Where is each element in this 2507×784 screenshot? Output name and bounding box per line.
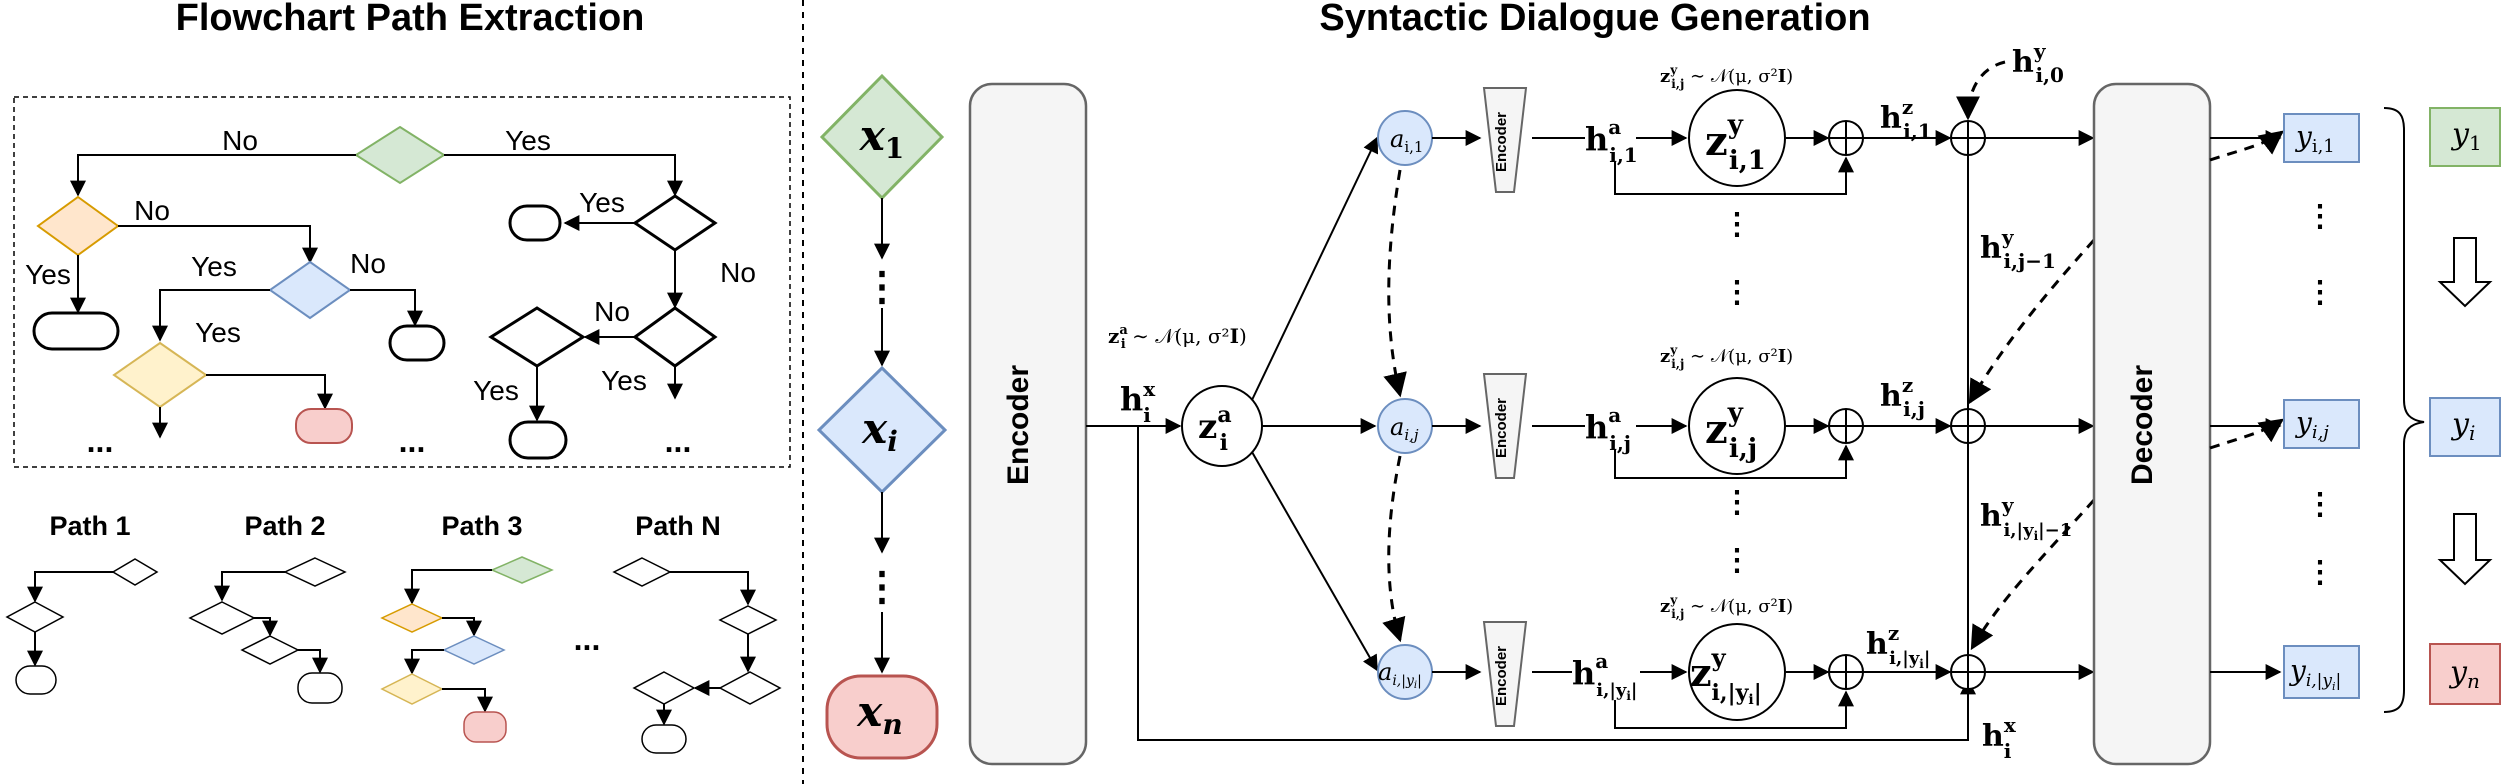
paths-row: Path 1 Path 2 Path 3 Path N ...: [5, 511, 782, 754]
diamond-node: [632, 306, 718, 368]
encoder-block: [968, 82, 1088, 766]
edge-label-no: No: [222, 125, 258, 156]
svg-text:hyi,j−1: hyi,j−1: [1980, 225, 2056, 273]
svg-text:⋮: ⋮: [2305, 555, 2335, 590]
svg-text:hai,1: hai,1: [1585, 115, 1638, 167]
svg-text:⋮: ⋮: [862, 263, 902, 310]
terminal-node: [388, 324, 446, 362]
svg-text:hai,|yi|: hai,|yi|: [1572, 649, 1637, 703]
terminal-node: [508, 420, 568, 460]
edge-label-yes: Yes: [579, 187, 625, 218]
edge-label-no: No: [720, 257, 756, 288]
edge-label-no: No: [594, 296, 630, 327]
encoder-label: Encoder: [1002, 365, 1035, 485]
svg-text:⋮: ⋮: [1722, 275, 1752, 310]
path-label: Path 3: [441, 511, 522, 541]
svg-text:...: ...: [399, 423, 426, 459]
output-nodes: yi,1 ⋮ ⋮ yi,j ⋮ ⋮ yi,|yi|: [2283, 113, 2360, 699]
a-nodes: ai,1 ai,j ai,|yi|: [1377, 110, 1433, 700]
svg-text:zyi,j ∼ 𝒩(μ, σ²I): zyi,j ∼ 𝒩(μ, σ²I): [1660, 343, 1793, 371]
svg-text:⋮: ⋮: [1722, 207, 1752, 242]
svg-text:y1: y1: [2450, 117, 2482, 155]
edge-label-yes: Yes: [473, 375, 519, 406]
path-1-graph: [5, 558, 159, 695]
input-nodes: x1 ⋮ xi ⋮ xn: [816, 73, 948, 760]
svg-text:⋮: ⋮: [1722, 543, 1752, 578]
path-n-graph: [612, 557, 782, 754]
edge-label-yes: Yes: [601, 365, 647, 396]
svg-text:...: ...: [87, 423, 114, 459]
path-label: Path 1: [49, 511, 130, 541]
svg-text:hzi,1: hzi,1: [1880, 95, 1932, 143]
decoder-block: [2092, 82, 2212, 766]
terminal-node-red: [295, 408, 353, 444]
group-brace: [2383, 107, 2425, 713]
diamond-node: [488, 306, 586, 368]
svg-text:Encoder: Encoder: [1493, 112, 1510, 172]
svg-text:hai,j: hai,j: [1585, 403, 1631, 455]
right-panel-title: Syntactic Dialogue Generation: [1319, 0, 1870, 39]
final-outputs: y1 yi yn: [2429, 107, 2501, 705]
svg-text:...: ...: [574, 621, 601, 657]
path-2-graph: [188, 557, 347, 704]
svg-text:⋮: ⋮: [1722, 485, 1752, 520]
flowchart-box: [13, 96, 791, 468]
svg-text:hzi,|yi|: hzi,|yi|: [1866, 621, 1930, 671]
terminal-node: [32, 311, 120, 351]
orange-diamond: [36, 195, 120, 257]
edge-label-yes: Yes: [191, 251, 237, 282]
svg-text:Encoder: Encoder: [1493, 398, 1510, 458]
svg-text:⋮: ⋮: [2305, 487, 2335, 522]
svg-text:...: ...: [665, 423, 692, 459]
flowchart: No Yes No Yes Yes No Yes ... ... Yes No …: [25, 125, 756, 460]
svg-text:hzi,j: hzi,j: [1880, 373, 1925, 421]
left-panel-title: Flowchart Path Extraction: [176, 0, 645, 39]
svg-text:zyi,j ∼ 𝒩(μ, σ²I): zyi,j ∼ 𝒩(μ, σ²I): [1660, 63, 1793, 91]
edge-label-yes: Yes: [25, 259, 71, 290]
path-label: Path 2: [244, 511, 325, 541]
terminal-node: [508, 204, 562, 242]
edge-label-yes: Yes: [195, 317, 241, 348]
edge-label-no: No: [350, 248, 386, 279]
yellow-diamond: [112, 341, 208, 409]
svg-text:⋮: ⋮: [2305, 275, 2335, 310]
input-xn-terminal: [825, 674, 939, 760]
edge-label-no: No: [134, 195, 170, 226]
blue-diamond: [268, 260, 352, 320]
path-label: Path N: [635, 511, 721, 541]
svg-text:⋮: ⋮: [2305, 199, 2335, 234]
decoder-label: Decoder: [2126, 365, 2159, 485]
diamond-node: [632, 194, 718, 252]
svg-text:hyi,|yi|−1: hyi,|yi|−1: [1980, 493, 2072, 543]
input-xn-label: xn: [856, 687, 902, 741]
path-3-graph: [380, 556, 554, 743]
svg-text:⋮: ⋮: [862, 563, 902, 610]
svg-text:zyi,j ∼ 𝒩(μ, σ²I): zyi,j ∼ 𝒩(μ, σ²I): [1660, 593, 1793, 621]
start-diamond: [354, 125, 446, 185]
edge-label-yes: Yes: [505, 125, 551, 156]
svg-text:Encoder: Encoder: [1493, 646, 1510, 706]
